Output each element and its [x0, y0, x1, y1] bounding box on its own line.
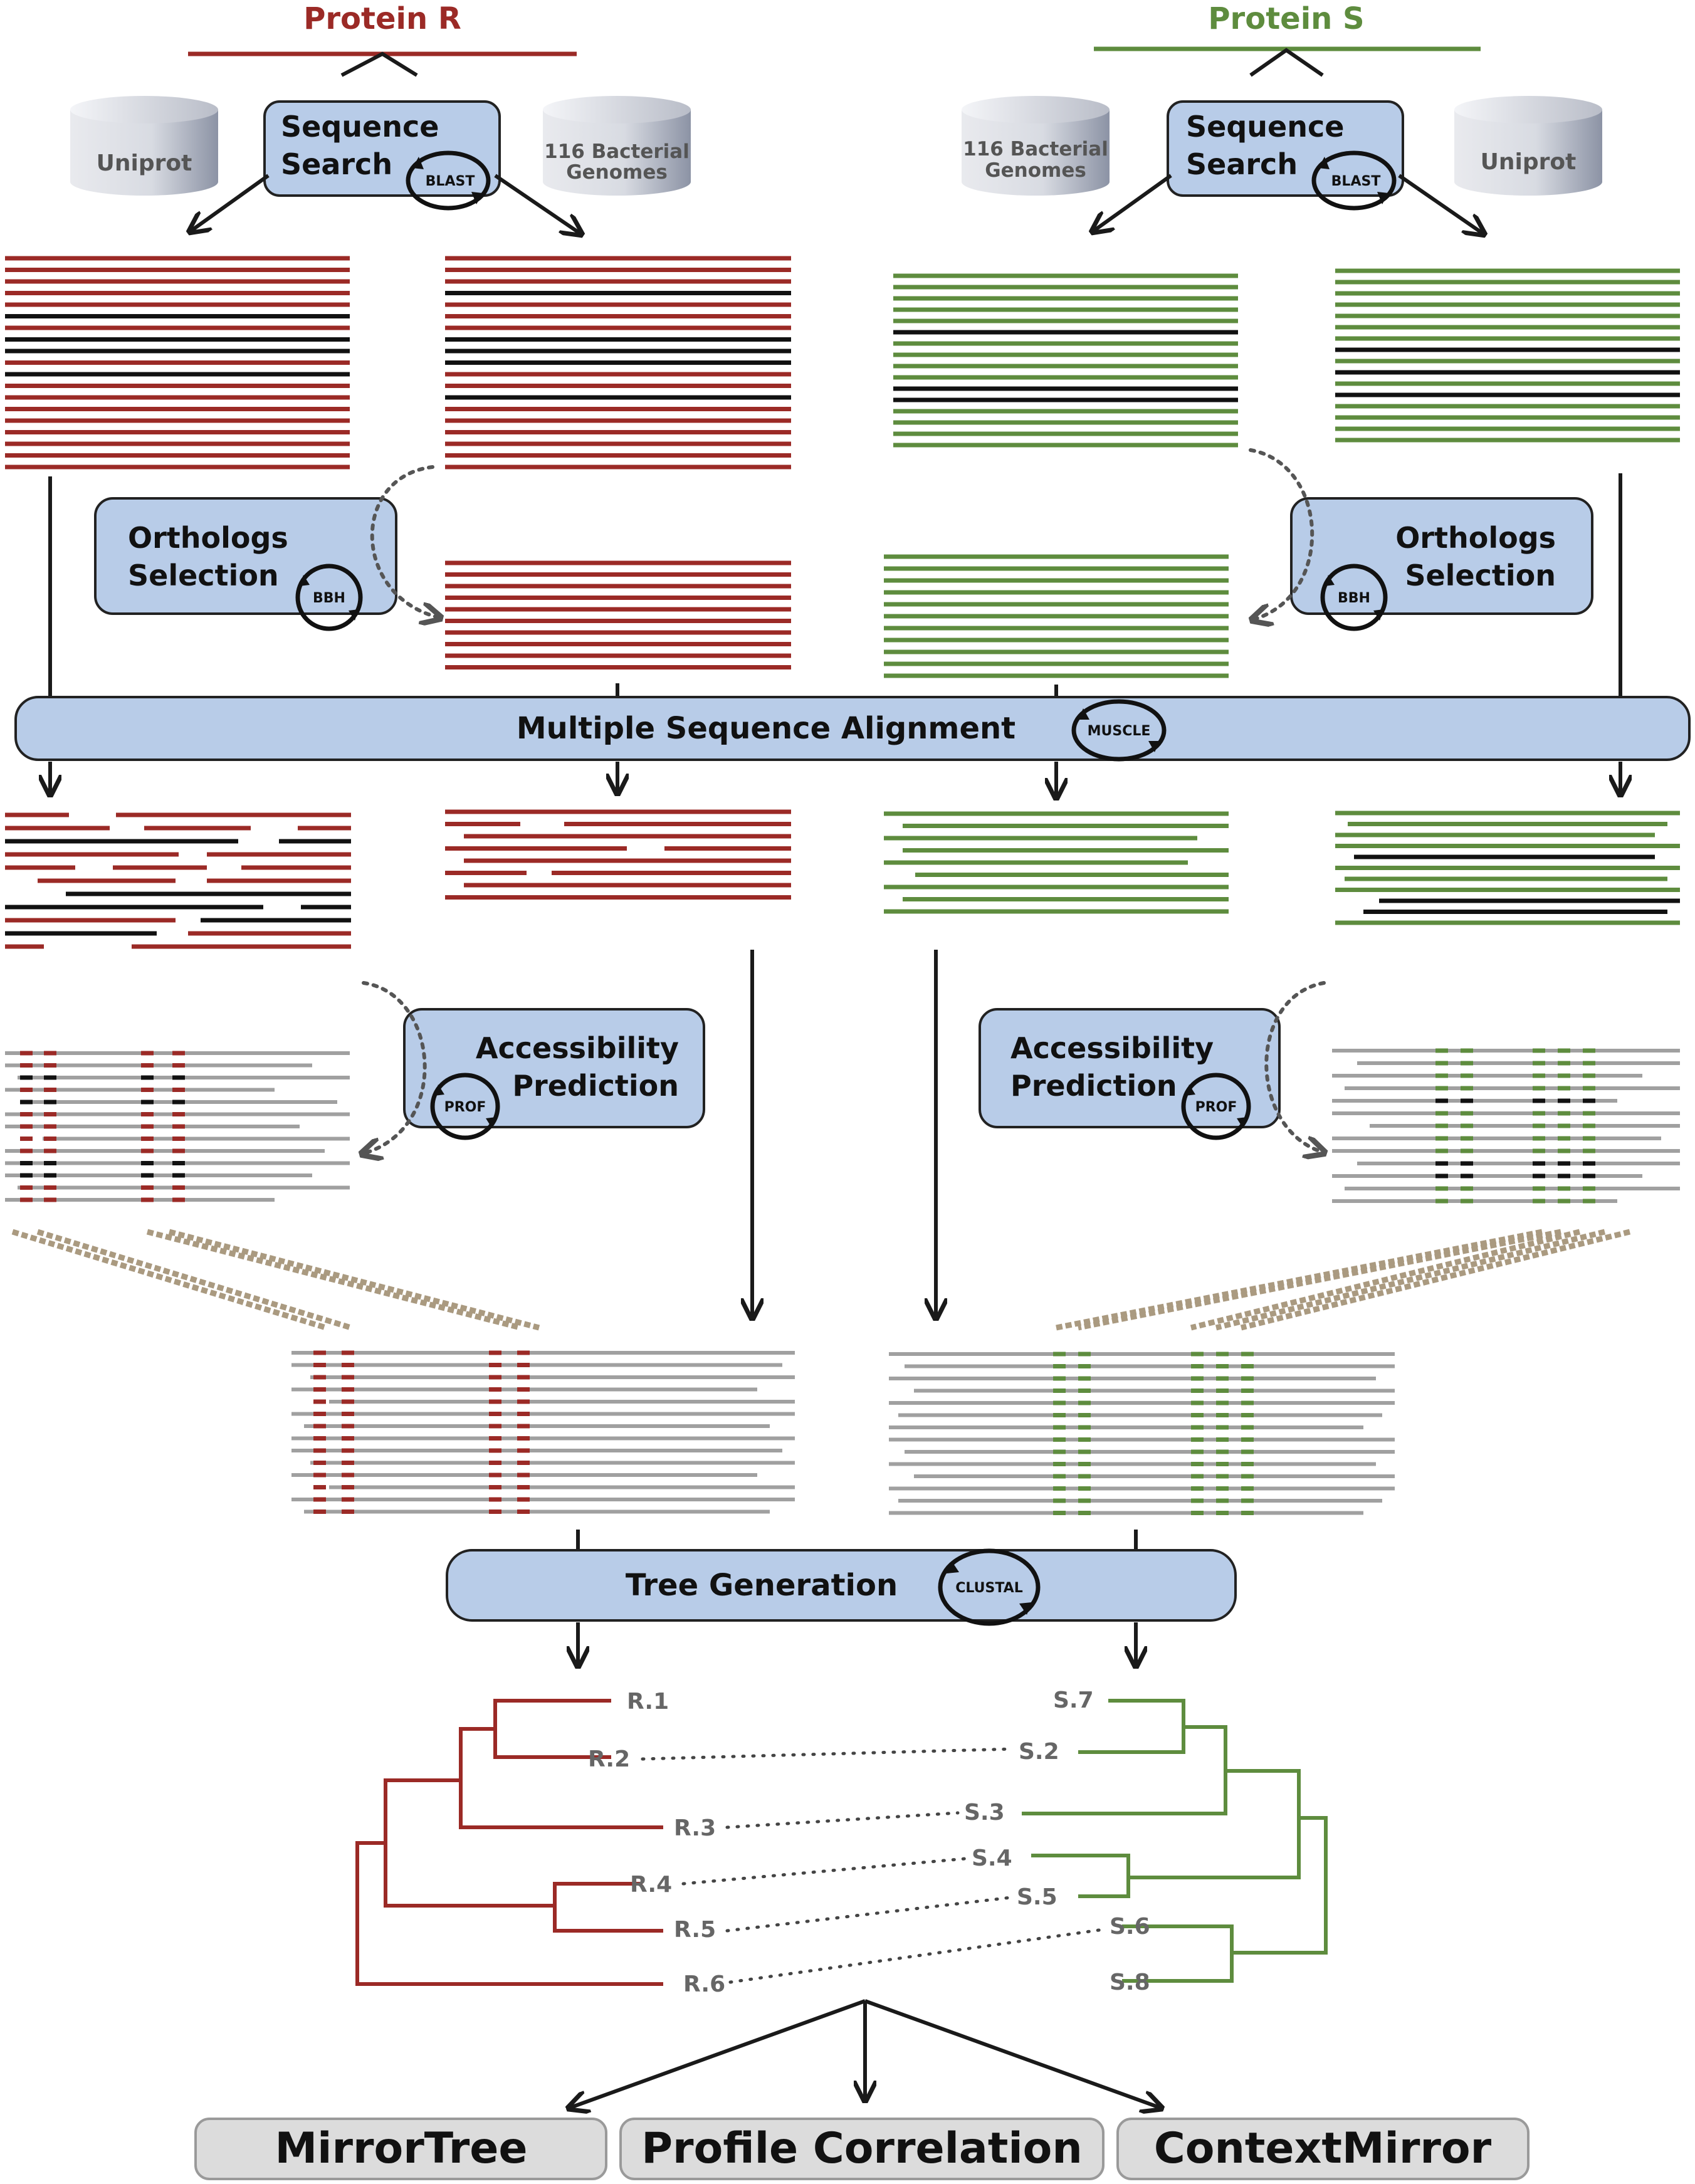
bbh-cycle-icon: BBH — [295, 564, 363, 631]
tree-correspondence-links — [641, 1747, 1105, 1984]
tree-s — [1022, 1699, 1328, 1983]
bbh-cycle-icon: BBH — [1320, 564, 1388, 631]
genomes-label-right-1: 116 Bacterial — [963, 138, 1108, 160]
orthologs-left-line1: Orthologs — [128, 521, 288, 555]
bbh-tool-label-left: BBH — [313, 591, 345, 606]
tree-s-leaves: S.7 S.2 S.3 S.4 S.5 S.6 S.8 — [964, 1688, 1150, 1995]
orthologs-right-line2: Selection — [1405, 559, 1556, 592]
sequence-search-right: Sequence Search BLAST — [1167, 100, 1404, 211]
sequence-search-left: Sequence Search BLAST — [263, 100, 501, 211]
tree-r-leaf: R.3 — [674, 1815, 716, 1841]
protein-r-header: Protein R — [188, 1, 577, 77]
tree-s-leaf: S.6 — [1110, 1914, 1150, 1940]
sequence-stacks — [5, 256, 1680, 1515]
output-contextmirror: ContextMirror — [1116, 2118, 1530, 2180]
tree-s-leaf: S.2 — [1019, 1739, 1059, 1765]
sequence-search-left-line2: Search — [281, 147, 392, 181]
genomes-label-left-2: Genomes — [566, 161, 668, 184]
output-contextmirror-label: ContextMirror — [1154, 2124, 1492, 2173]
output-profile-correlation: Profile Correlation — [619, 2118, 1105, 2180]
output-mirrortree-label: MirrorTree — [275, 2124, 528, 2173]
bbh-tool-label-right: BBH — [1338, 591, 1370, 606]
sequence-search-right-line2: Search — [1186, 147, 1298, 181]
protein-s-title: Protein S — [1208, 1, 1364, 36]
orthologs-left-line2: Selection — [128, 559, 279, 592]
tree-s-leaf: S.8 — [1110, 1970, 1150, 1995]
accessibility-prediction-right: Accessibility Prediction PROF — [979, 1008, 1281, 1140]
alignment-connector — [1078, 1229, 1561, 1331]
uniprot-database-left: Uniprot — [70, 96, 218, 196]
accessibility-prediction-left: Accessibility Prediction PROF — [403, 1008, 705, 1140]
output-profile-correlation-label: Profile Correlation — [641, 2124, 1083, 2173]
tree-s-leaf: S.7 — [1053, 1688, 1094, 1713]
alignment-connector — [1190, 1229, 1581, 1331]
flow-arrows — [50, 473, 1620, 1316]
alignment-connector — [1056, 1229, 1543, 1331]
tree-generation-label: Tree Generation — [626, 1568, 898, 1603]
genomes-label-left-1: 116 Bacterial — [544, 140, 690, 163]
tree-r-leaf: R.6 — [683, 1971, 725, 1997]
genomes-database-right: 116 Bacterial Genomes — [962, 96, 1110, 196]
tree-r-leaf: R.4 — [630, 1872, 672, 1898]
genomes-database-left: 116 Bacterial Genomes — [543, 96, 691, 196]
tree-generation-bar: Tree Generation CLUSTAL — [446, 1530, 1237, 1664]
orthologs-dotted-connectors — [370, 448, 1315, 619]
accessibility-dotted-connectors — [364, 981, 1324, 1153]
tree-r-leaf: R.2 — [588, 1746, 630, 1772]
protein-r-title: Protein R — [303, 1, 461, 36]
blast-tool-label-left: BLAST — [426, 174, 475, 189]
accessibility-left-line1: Accessibility — [476, 1031, 679, 1065]
genomes-label-right-2: Genomes — [985, 159, 1086, 182]
orthologs-selection-left: Orthologs Selection BBH — [94, 497, 397, 631]
tree-r-leaf: R.5 — [674, 1917, 716, 1943]
clustal-cycle-icon: CLUSTAL — [938, 1548, 1041, 1626]
prof-tool-label-right: PROF — [1195, 1100, 1237, 1115]
prof-cycle-icon: PROF — [430, 1073, 500, 1140]
blast-cycle-icon: BLAST — [1311, 150, 1397, 211]
sequence-search-left-line1: Sequence — [281, 110, 439, 144]
tree-r-leaves: R.1 R.2 R.3 R.4 R.5 R.6 — [588, 1689, 725, 1997]
tree-s-leaf: S.3 — [964, 1800, 1005, 1825]
sequence-search-right-line1: Sequence — [1186, 110, 1344, 144]
protein-s-header: Protein S — [1094, 1, 1481, 77]
alignment-connector — [1215, 1229, 1606, 1331]
msa-bar: Multiple Sequence Alignment MUSCLE — [14, 696, 1691, 762]
alignment-connector — [11, 1229, 327, 1331]
prof-tool-label-left: PROF — [444, 1100, 486, 1115]
uniprot-label-left: Uniprot — [97, 150, 192, 176]
alignment-connector — [168, 1229, 540, 1331]
blast-tool-label-right: BLAST — [1331, 174, 1381, 189]
uniprot-database-right: Uniprot — [1454, 96, 1602, 196]
tree-r-leaf: R.1 — [627, 1689, 669, 1714]
blast-cycle-icon: BLAST — [406, 150, 491, 211]
uniprot-label-right: Uniprot — [1481, 149, 1577, 175]
alignment-connector — [36, 1229, 352, 1331]
tree-s-leaf: S.5 — [1017, 1884, 1057, 1910]
accessibility-right-line1: Accessibility — [1010, 1031, 1214, 1065]
alignment-connector — [146, 1229, 522, 1331]
tree-r — [355, 1699, 663, 1986]
clustal-tool-label: CLUSTAL — [955, 1580, 1022, 1596]
output-arrows — [570, 1999, 1160, 2108]
alignment-connector — [1240, 1229, 1631, 1331]
prof-cycle-icon: PROF — [1181, 1073, 1251, 1140]
orthologs-right-line1: Orthologs — [1395, 521, 1556, 555]
muscle-cycle-icon: MUSCLE — [1071, 699, 1167, 762]
accessibility-right-line2: Prediction — [1010, 1069, 1177, 1103]
orthologs-selection-right: Orthologs Selection BBH — [1290, 497, 1593, 631]
muscle-tool-label: MUSCLE — [1088, 723, 1151, 739]
output-mirrortree: MirrorTree — [194, 2118, 607, 2180]
accessibility-left-line2: Prediction — [512, 1069, 679, 1103]
msa-label: Multiple Sequence Alignment — [517, 711, 1015, 746]
tree-s-leaf: S.4 — [972, 1845, 1012, 1871]
search-arrows — [191, 174, 1482, 233]
